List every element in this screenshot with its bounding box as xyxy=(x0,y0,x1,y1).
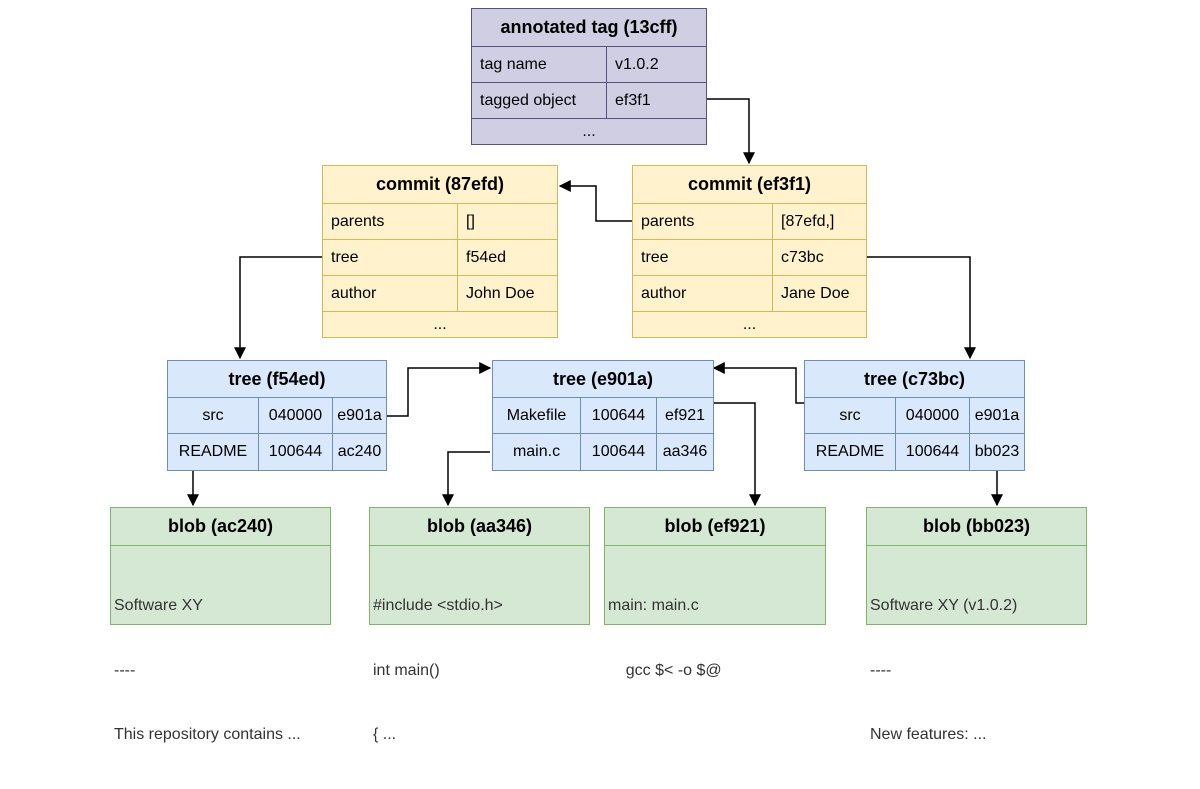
tag-row: tagged object ef3f1 xyxy=(472,83,706,119)
edge-tree-c73bc-to-tree-e901a xyxy=(712,362,804,404)
row-value: c73bc xyxy=(772,240,866,275)
entry-hash: ac240 xyxy=(332,434,386,470)
blob-line: #include <stdio.h> xyxy=(373,597,503,614)
commit-row: author John Doe xyxy=(323,276,557,312)
tree-c73bc-node: tree (c73bc) src 040000 e901a README 100… xyxy=(804,360,1025,471)
entry-name: src xyxy=(839,406,861,424)
ellipsis-row: ... xyxy=(433,315,447,333)
edge-commit-87efd-to-tree-f54ed xyxy=(234,256,322,360)
commit-row: author Jane Doe xyxy=(633,276,866,312)
ellipsis-row: ... xyxy=(742,315,757,333)
row-value: John Doe xyxy=(457,276,557,311)
row-key: tree xyxy=(641,248,669,266)
commit-row: tree f54ed xyxy=(323,240,557,276)
entry-hash: bb023 xyxy=(969,434,1024,470)
blob-content: Software XY (v1.0.2) ---- New features: … xyxy=(870,552,1017,789)
entry-name: README xyxy=(178,443,248,460)
entry-mode: 040000 xyxy=(258,398,332,433)
connector-layer xyxy=(187,98,1003,507)
commit-row: parents [] xyxy=(323,204,557,240)
commit-ef3f1-node: commit (ef3f1) parents [87efd,] tree c73… xyxy=(632,165,867,338)
node-title: blob (bb023) xyxy=(867,508,1086,546)
entry-mode: 040000 xyxy=(895,398,969,433)
tree-entry-row: Makefile 100644 ef921 xyxy=(493,398,713,434)
blob-line: gcc $< -o $@ xyxy=(608,661,722,679)
entry-hash: e901a xyxy=(969,398,1024,433)
entry-mode: 100644 xyxy=(580,398,656,433)
row-value: Jane Doe xyxy=(772,276,866,311)
node-title: commit (87efd) xyxy=(323,166,557,204)
blob-line: ---- xyxy=(114,661,136,679)
blob-line: { ... xyxy=(373,726,397,743)
commit-row: tree c73bc xyxy=(633,240,866,276)
blob-ef921-node: blob (ef921) main: main.c gcc $< -o $@ xyxy=(604,507,826,679)
tree-entry-row: src 040000 e901a xyxy=(168,398,386,434)
row-value: f54ed xyxy=(457,240,557,275)
edge-tree-e901a-to-blob-aa346 xyxy=(442,451,490,507)
node-title: annotated tag (13cff) xyxy=(472,9,706,47)
row-key: tag name xyxy=(480,55,547,73)
row-value: v1.0.2 xyxy=(606,47,706,82)
tree-f54ed-node: tree (f54ed) src 040000 e901a README 100… xyxy=(167,360,387,471)
blob-line: Software XY (v1.0.2) xyxy=(870,597,1018,614)
edge-commit-ef3f1-parent-to-commit-87efd xyxy=(558,180,632,222)
blob-content: main: main.c gcc $< -o $@ xyxy=(608,552,722,724)
blob-aa346-node: blob (aa346) #include <stdio.h> int main… xyxy=(369,507,590,743)
node-title: blob (ac240) xyxy=(111,508,330,546)
row-key: author xyxy=(641,284,687,302)
blob-bb023-node: blob (bb023) Software XY (v1.0.2) ---- N… xyxy=(866,507,1087,743)
entry-mode: 100644 xyxy=(580,434,656,470)
node-title: tree (f54ed) xyxy=(168,361,386,398)
tree-entry-row: README 100644 ac240 xyxy=(168,434,386,470)
row-value: [] xyxy=(457,204,557,239)
blob-content: Software XY ---- This repository contain… xyxy=(114,552,301,789)
edge-tree-f54ed-to-tree-e901a xyxy=(387,362,492,417)
blob-line: This repository contains ... xyxy=(114,726,301,743)
entry-hash: aa346 xyxy=(656,434,713,470)
entry-name: README xyxy=(815,443,885,460)
edge-commit-ef3f1-to-tree-c73bc xyxy=(867,256,976,360)
row-value: ef3f1 xyxy=(606,83,706,118)
tree-entry-row: README 100644 bb023 xyxy=(805,434,1024,470)
tree-entry-row: src 040000 e901a xyxy=(805,398,1024,434)
ellipsis-row: ... xyxy=(582,122,596,140)
edge-tag-to-commit-ef3f1 xyxy=(707,98,755,165)
blob-ac240-node: blob (ac240) Software XY ---- This repos… xyxy=(110,507,331,743)
row-key: tree xyxy=(331,248,359,266)
row-key: author xyxy=(331,284,377,302)
row-key: tagged object xyxy=(480,91,577,109)
node-title: tree (e901a) xyxy=(493,361,713,398)
entry-mode: 100644 xyxy=(258,434,332,470)
entry-name: src xyxy=(202,406,224,424)
blob-line: main: main.c xyxy=(608,597,699,614)
tag-row: tag name v1.0.2 xyxy=(472,47,706,83)
row-key: parents xyxy=(331,212,385,230)
annotated-tag-node: annotated tag (13cff) tag name v1.0.2 ta… xyxy=(471,8,707,145)
blob-line: int main() xyxy=(373,661,440,679)
blob-line: ---- xyxy=(870,661,892,679)
row-value: [87efd,] xyxy=(772,204,866,239)
node-title: blob (ef921) xyxy=(605,508,825,546)
node-title: blob (aa346) xyxy=(370,508,589,546)
node-title: commit (ef3f1) xyxy=(633,166,866,204)
blob-line: Software XY xyxy=(114,597,203,614)
edge-tree-e901a-to-blob-ef921 xyxy=(714,402,761,507)
blob-line: New features: ... xyxy=(870,726,987,743)
entry-name: Makefile xyxy=(506,406,567,424)
row-key: parents xyxy=(641,212,695,230)
blob-content: #include <stdio.h> int main() { ... xyxy=(373,552,503,789)
commit-87efd-node: commit (87efd) parents [] tree f54ed aut… xyxy=(322,165,558,338)
entry-hash: e901a xyxy=(332,398,386,433)
entry-name: main.c xyxy=(512,443,561,460)
tree-entry-row: main.c 100644 aa346 xyxy=(493,434,713,470)
entry-mode: 100644 xyxy=(895,434,969,470)
entry-hash: ef921 xyxy=(656,398,713,433)
commit-row: parents [87efd,] xyxy=(633,204,866,240)
node-title: tree (c73bc) xyxy=(805,361,1024,398)
tree-e901a-node: tree (e901a) Makefile 100644 ef921 main.… xyxy=(492,360,714,471)
